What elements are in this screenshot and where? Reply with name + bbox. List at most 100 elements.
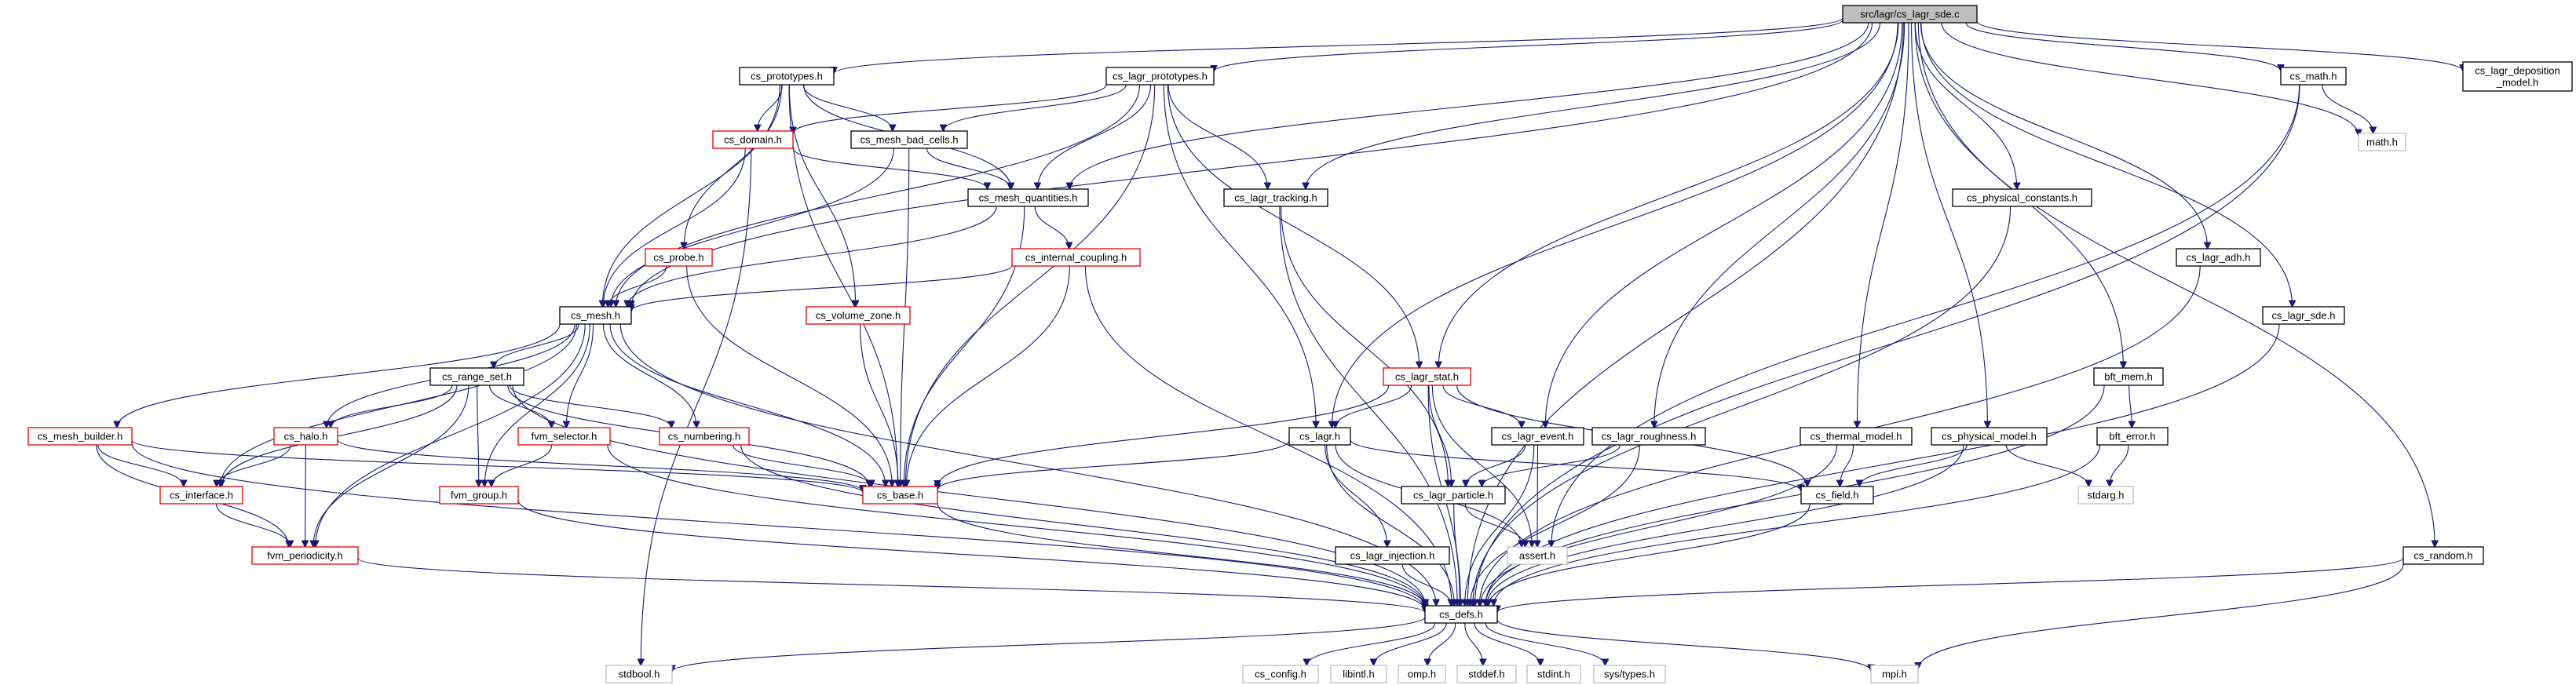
node-label: cs_mesh_builder.h xyxy=(38,431,122,443)
node-lagr-tracking[interactable]: cs_lagr_tracking.h xyxy=(1223,188,1328,207)
node-numbering[interactable]: cs_numbering.h xyxy=(659,427,750,446)
node-sys-types[interactable]: sys/types.h xyxy=(1593,665,1666,683)
edge-lagr_h-to-defs xyxy=(1326,444,1455,606)
node-math-h[interactable]: math.h xyxy=(2358,133,2406,151)
node-lagr-particle[interactable]: cs_lagr_particle.h xyxy=(1401,486,1506,505)
node-box xyxy=(1330,665,1387,683)
node-thermal-model[interactable]: cs_thermal_model.h xyxy=(1800,427,1913,446)
edge-mesh-to-base xyxy=(609,323,886,486)
node-lagr-event[interactable]: cs_lagr_event.h xyxy=(1491,427,1584,446)
edge-sde_c-to-lagr_event xyxy=(1545,22,1903,428)
node-base[interactable]: cs_base.h xyxy=(862,486,938,505)
edge-internal_coupling-to-defs xyxy=(1084,265,1452,606)
edge-prototypes-to-volume_zone xyxy=(788,84,855,307)
node-lagr-adh[interactable]: cs_lagr_adh.h xyxy=(2176,248,2261,267)
edge-prototypes-to-base xyxy=(788,84,898,486)
node-mpi[interactable]: mpi.h xyxy=(1870,665,1919,683)
node-stdbool[interactable]: stdbool.h xyxy=(605,665,673,683)
node-box xyxy=(1456,665,1517,683)
node-stdarg[interactable]: stdarg.h xyxy=(2077,486,2134,505)
node-lagr-injection[interactable]: cs_lagr_injection.h xyxy=(1335,546,1450,565)
node-prototypes[interactable]: cs_prototypes.h xyxy=(739,67,835,86)
node-label: cs_lagr_roughness.h xyxy=(1602,431,1697,443)
node-range-set[interactable]: cs_range_set.h xyxy=(429,367,524,386)
node-lagr-h[interactable]: cs_lagr.h xyxy=(1288,427,1351,446)
edge-defs-to-stdbool xyxy=(672,616,1426,672)
node-box xyxy=(1526,665,1581,683)
edge-mesh-to-defs xyxy=(619,323,1436,606)
node-box xyxy=(2096,427,2169,446)
node-box xyxy=(1223,188,1328,207)
node-box xyxy=(1242,665,1319,683)
node-mesh-quantities[interactable]: cs_mesh_quantities.h xyxy=(967,188,1089,207)
edge-halo-to-fvm_periodicity xyxy=(305,444,306,547)
node-fvm-selector[interactable]: fvm_selector.h xyxy=(517,427,611,446)
node-label: cs_volume_zone.h xyxy=(816,310,901,322)
node-lagr-roughness[interactable]: cs_lagr_roughness.h xyxy=(1591,427,1706,446)
edge-numbering-to-defs xyxy=(740,444,1425,606)
node-box xyxy=(559,306,632,325)
node-lagr-stat[interactable]: cs_lagr_stat.h xyxy=(1383,367,1471,386)
edge-halo-to-interface xyxy=(217,444,291,486)
node-box xyxy=(2280,67,2347,86)
node-bft-error[interactable]: bft_error.h xyxy=(2096,427,2169,446)
node-label: cs_lagr_stat.h xyxy=(1395,371,1459,383)
node-stddef[interactable]: stddef.h xyxy=(1456,665,1517,683)
node-probe[interactable]: cs_probe.h xyxy=(645,248,713,267)
edge-lagr_event-to-lagr_particle xyxy=(1466,444,1526,486)
node-label: cs_domain.h xyxy=(724,134,782,146)
node-box xyxy=(2176,248,2261,267)
node-bft-mem[interactable]: bft_mem.h xyxy=(2093,367,2164,386)
edge-defs-to-stdint xyxy=(1474,622,1540,665)
node-mesh-builder[interactable]: cs_mesh_builder.h xyxy=(27,427,133,446)
node-omp[interactable]: omp.h xyxy=(1398,665,1446,683)
node-label: cs_halo.h xyxy=(284,431,328,443)
node-box xyxy=(967,188,1089,207)
node-lagr-deposition[interactable]: cs_lagr_deposition_model.h xyxy=(2462,61,2573,92)
edge-range_set-to-numbering xyxy=(509,384,671,428)
node-defs[interactable]: cs_defs.h xyxy=(1424,605,1498,624)
node-fvm-group[interactable]: fvm_group.h xyxy=(439,486,519,505)
node-field[interactable]: cs_field.h xyxy=(1800,486,1874,505)
node-label: cs_lagr_adh.h xyxy=(2187,252,2251,264)
edge-probe-to-base xyxy=(686,265,893,486)
node-physical-model[interactable]: cs_physical_model.h xyxy=(1931,427,2048,446)
node-fvm-periodicity[interactable]: fvm_periodicity.h xyxy=(251,546,359,565)
node-mesh-bad-cells[interactable]: cs_mesh_bad_cells.h xyxy=(850,130,968,149)
edge-math-to-assert xyxy=(1551,84,2300,547)
node-label: cs_lagr_injection.h xyxy=(1350,550,1435,562)
node-assert[interactable]: assert.h xyxy=(1507,546,1568,565)
node-label: bft_mem.h xyxy=(2104,371,2152,383)
node-cs-config[interactable]: cs_config.h xyxy=(1242,665,1319,683)
edge-lagr_event-to-assert xyxy=(1537,444,1538,547)
edge-lagr_stat-to-base xyxy=(937,384,1390,486)
node-sde-c[interactable]: src/lagr/cs_lagr_sde.c xyxy=(1842,5,1978,24)
node-box xyxy=(2077,486,2134,505)
node-box xyxy=(1491,427,1584,446)
edge-mesh_builder-to-interface xyxy=(97,444,184,486)
node-interface[interactable]: cs_interface.h xyxy=(159,486,243,505)
node-lagr-prototypes[interactable]: cs_lagr_prototypes.h xyxy=(1105,67,1215,86)
node-box xyxy=(1591,427,1706,446)
node-math[interactable]: cs_math.h xyxy=(2280,67,2347,86)
node-internal-coupling[interactable]: cs_internal_coupling.h xyxy=(1011,248,1141,267)
node-lagr-sde-h[interactable]: cs_lagr_sde.h xyxy=(2262,306,2345,325)
node-box xyxy=(1398,665,1446,683)
edge-mesh-to-numbering xyxy=(602,323,696,428)
edge-physical_model-to-stdarg xyxy=(2005,444,2088,486)
node-physical-constants[interactable]: cs_physical_constants.h xyxy=(1952,188,2092,207)
node-box xyxy=(605,665,673,683)
node-volume-zone[interactable]: cs_volume_zone.h xyxy=(806,306,911,325)
node-domain[interactable]: cs_domain.h xyxy=(712,130,794,149)
node-halo[interactable]: cs_halo.h xyxy=(273,427,338,446)
edge-defs-to-sys_types xyxy=(1485,622,1606,665)
node-label: cs_lagr_prototypes.h xyxy=(1113,71,1208,82)
node-box xyxy=(1931,427,2048,446)
edge-lagr_prototypes-to-mesh_quantities xyxy=(1037,84,1152,189)
node-stdint[interactable]: stdint.h xyxy=(1526,665,1581,683)
node-libintl[interactable]: libintl.h xyxy=(1330,665,1387,683)
node-label: cs_lagr_event.h xyxy=(1502,431,1574,443)
node-mesh[interactable]: cs_mesh.h xyxy=(559,306,632,325)
node-label: fvm_selector.h xyxy=(532,431,597,443)
node-random[interactable]: cs_random.h xyxy=(2402,546,2484,565)
